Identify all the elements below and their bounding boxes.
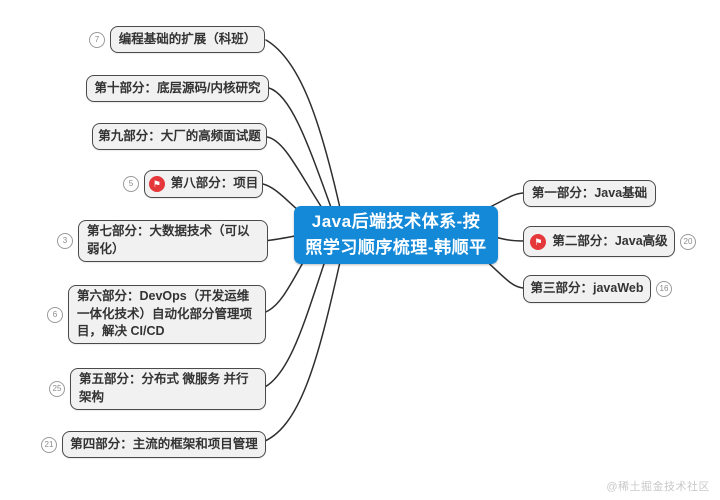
collapse-count-badge[interactable]: 21 bbox=[41, 436, 57, 453]
topic-label: 第五部分：分布式 微服务 并行架构 bbox=[79, 372, 249, 404]
collapse-count-badge[interactable]: 20 bbox=[680, 233, 696, 250]
topic-part6-devops[interactable]: 6 第六部分：DevOps（开发运维一体化技术）自动化部分管理项目，解决 CI/… bbox=[47, 285, 266, 344]
collapse-count-badge[interactable]: 3 bbox=[57, 233, 73, 249]
collapse-count-badge[interactable]: 5 bbox=[123, 176, 139, 192]
link-left-1 bbox=[265, 39, 341, 209]
topic-part2-java-advanced[interactable]: ⚑ 第二部分：Java高级 20 bbox=[523, 226, 696, 257]
juejin-watermark: @稀土掘金技术社区 bbox=[606, 481, 710, 493]
topic-label: 第一部分：Java基础 bbox=[531, 185, 648, 200]
link-left-3 bbox=[266, 136, 327, 215]
topic-label: 第十部分：底层源码/内核研究 bbox=[94, 80, 261, 95]
topic-label: 编程基础的扩展（科班） bbox=[118, 31, 257, 46]
collapse-count-badge[interactable]: 7 bbox=[89, 31, 105, 48]
flag-icon: ⚑ bbox=[148, 176, 165, 192]
topic-label: 第八部分：项目 bbox=[170, 176, 259, 191]
flag-icon: ⚑ bbox=[530, 233, 547, 250]
collapse-count-badge[interactable]: 25 bbox=[49, 381, 65, 397]
center-topic[interactable]: Java后端技术体系-按照学习顺序梳理-韩顺平 bbox=[294, 206, 498, 264]
topic-label: 第九部分：大厂的高频面试题 bbox=[98, 128, 261, 143]
topic-label: 第三部分：javaWeb bbox=[530, 281, 644, 296]
collapse-count-badge[interactable]: 6 bbox=[47, 306, 63, 323]
topic-part1-java-basics[interactable]: 第一部分：Java基础 bbox=[523, 180, 656, 207]
topic-label: 第六部分：DevOps（开发运维一体化技术）自动化部分管理项目，解决 CI/CD bbox=[77, 288, 253, 339]
topic-part3-javaweb[interactable]: 第三部分：javaWeb 16 bbox=[523, 275, 672, 303]
link-left-2 bbox=[268, 87, 333, 211]
topic-label: 第二部分：Java高级 bbox=[552, 233, 668, 248]
topic-label: 第四部分：主流的框架和项目管理 bbox=[70, 436, 258, 451]
topic-part9-interview-questions[interactable]: 第九部分：大厂的高频面试题 bbox=[92, 123, 267, 150]
link-left-7 bbox=[262, 257, 327, 389]
topic-label: 第七部分：大数据技术（可以弱化） bbox=[87, 224, 250, 256]
topic-part4-frameworks[interactable]: 21 第四部分：主流的框架和项目管理 bbox=[41, 431, 266, 458]
collapse-count-badge[interactable]: 16 bbox=[656, 281, 672, 297]
center-topic-label: Java后端技术体系-按照学习顺序梳理-韩顺平 bbox=[305, 211, 487, 257]
topic-part7-bigdata[interactable]: 3 第七部分：大数据技术（可以弱化） bbox=[57, 220, 268, 262]
topic-part5-distributed-microservices[interactable]: 25 第五部分：分布式 微服务 并行架构 bbox=[49, 368, 266, 410]
topic-programming-basics-extension[interactable]: 7 编程基础的扩展（科班） bbox=[89, 26, 265, 53]
topic-part8-project[interactable]: 5 ⚑ 第八部分：项目 bbox=[123, 170, 263, 198]
topic-part10-source-kernel[interactable]: 第十部分：底层源码/内核研究 bbox=[86, 75, 269, 102]
link-left-8 bbox=[259, 261, 341, 444]
